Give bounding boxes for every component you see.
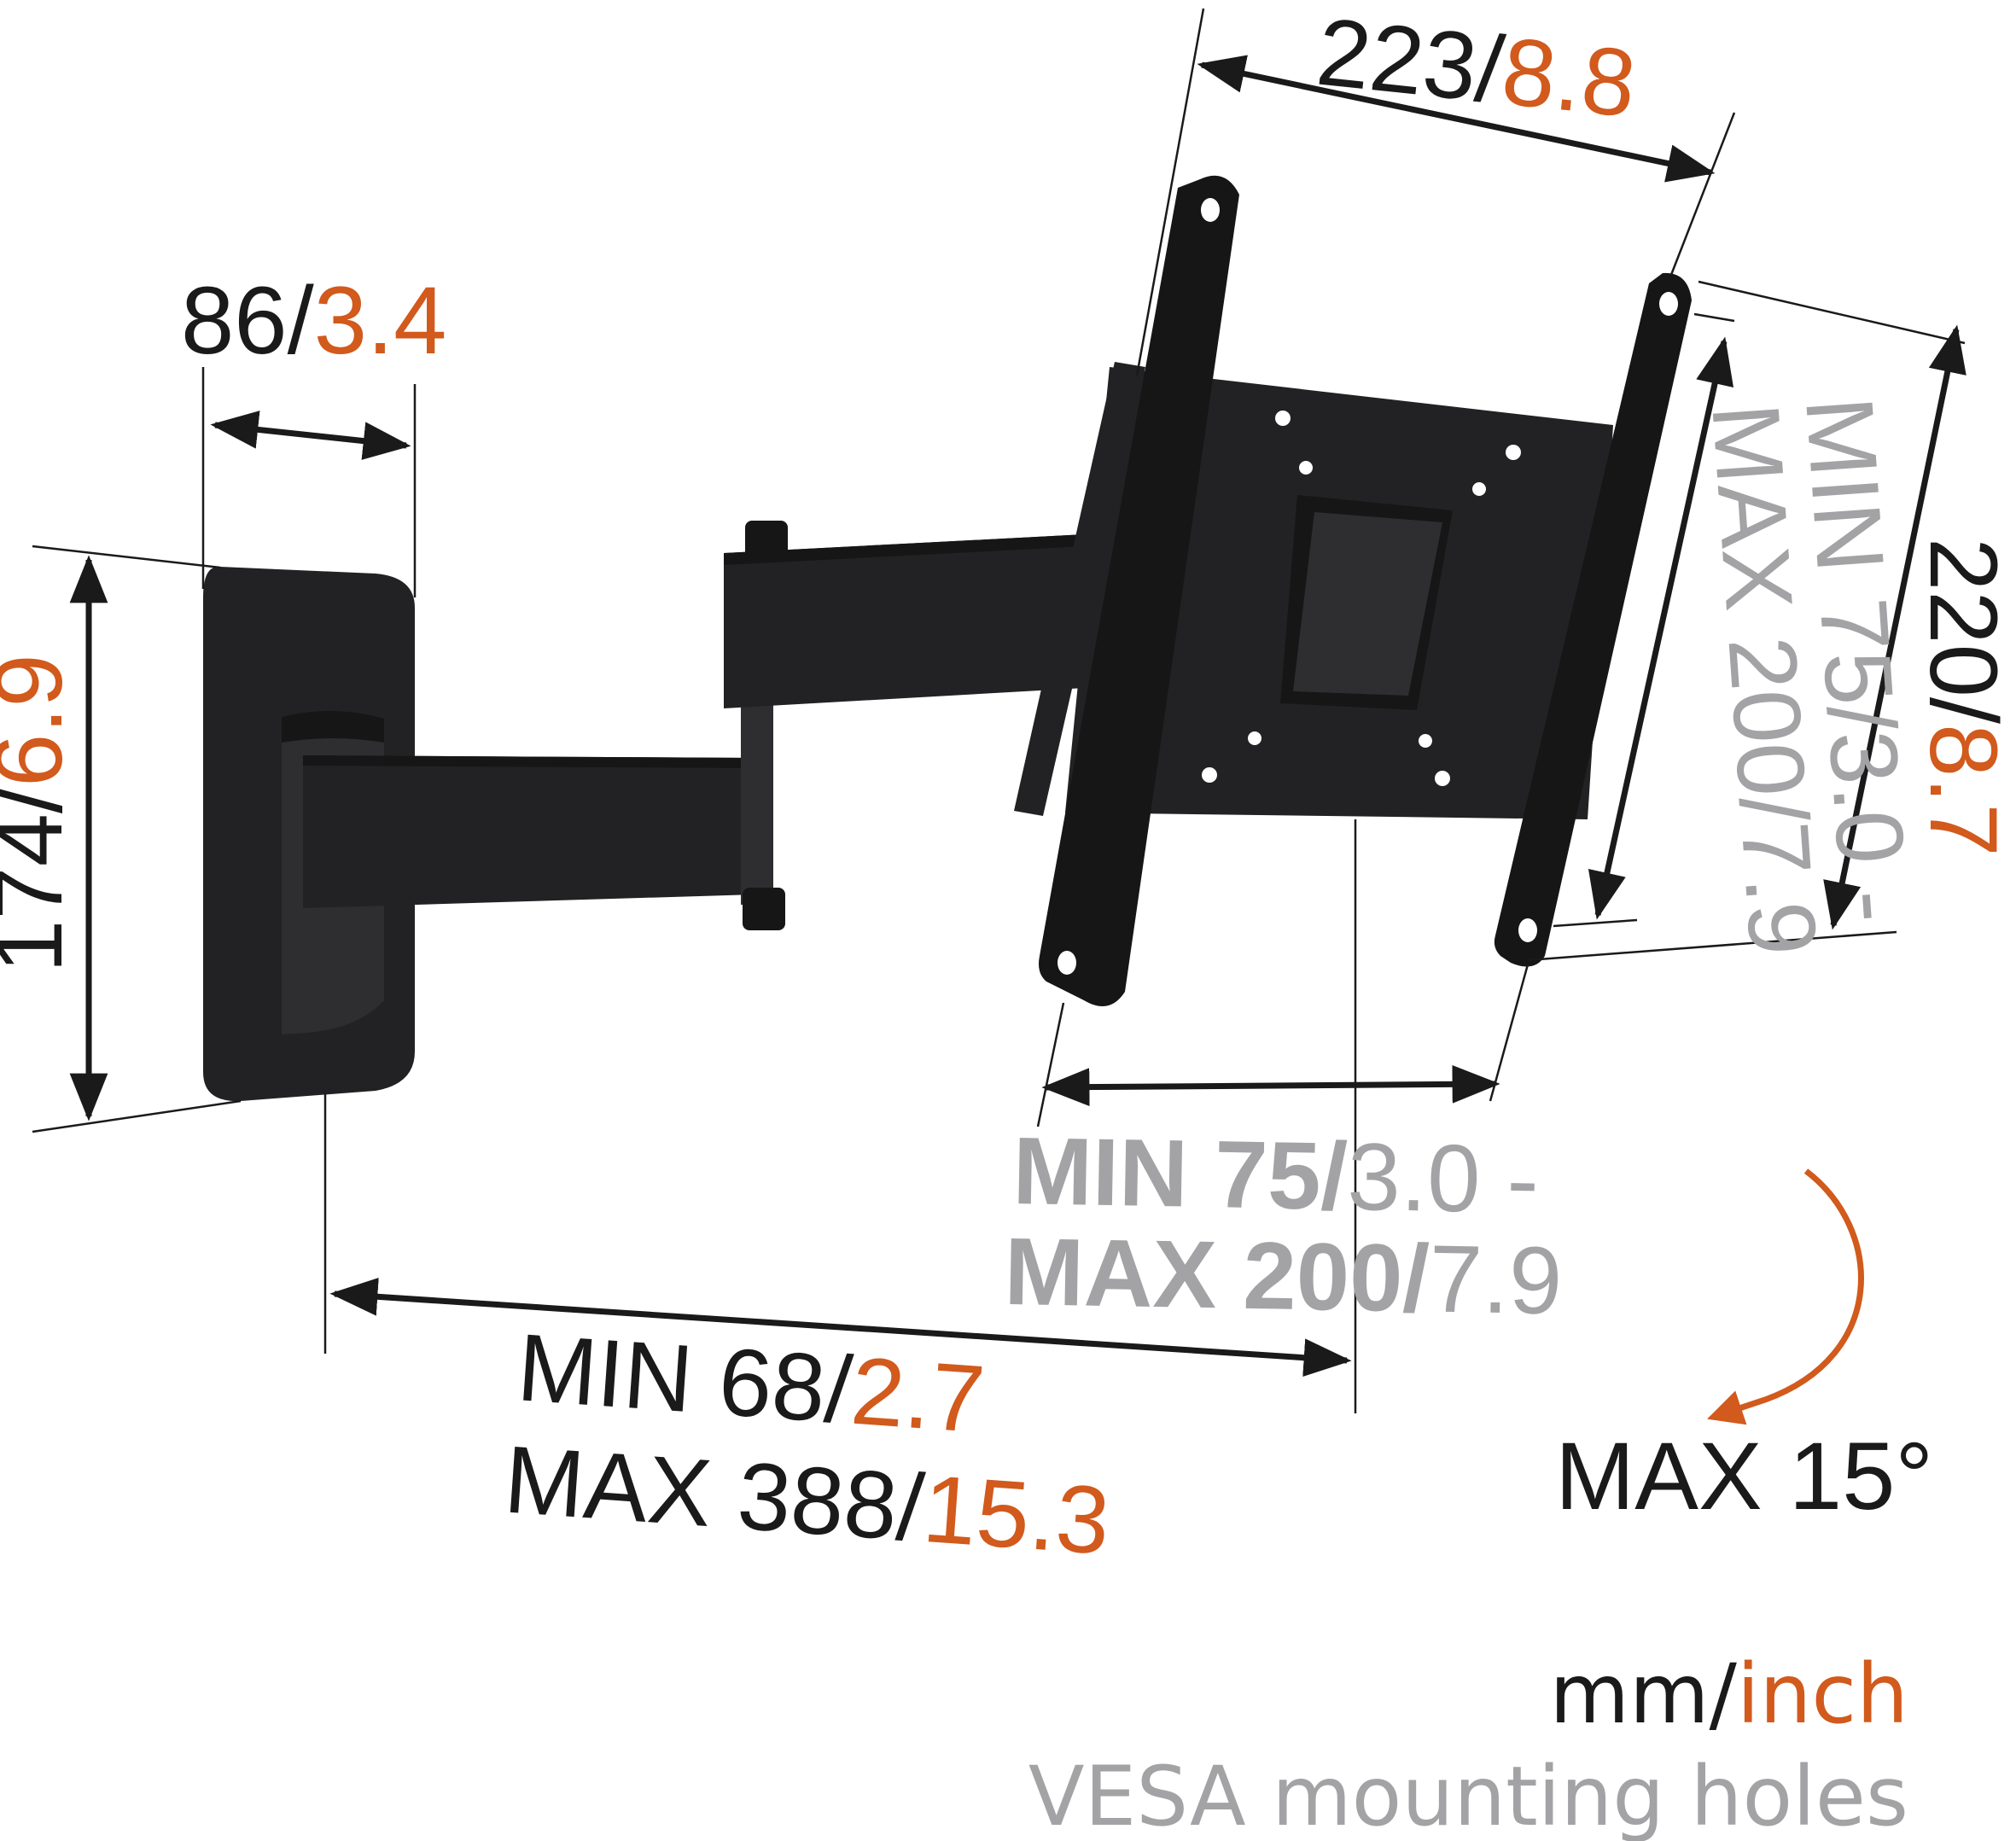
tilt-arrow-icon: [1707, 1168, 1864, 1425]
svg-text:MIN 75/3.0 -: MIN 75/3.0 -: [1012, 1117, 1540, 1233]
svg-text:MIN 68/2.7: MIN 68/2.7: [514, 1314, 988, 1453]
swing-arm: [303, 521, 1086, 930]
svg-text:MAX 200/7.9: MAX 200/7.9: [1004, 1218, 1564, 1334]
head-height-label: 220/8.7: [1910, 538, 2016, 857]
svg-text:MAX 388/15.3: MAX 388/15.3: [501, 1426, 1113, 1575]
plate-height-label: 174/6.9: [0, 654, 82, 973]
units-legend: mm/inch: [1549, 1646, 1908, 1742]
vesa-vertical-label: MIN 75/3.0 - MAX 200/7.9: [1692, 393, 1929, 958]
svg-text:MIN 75/3.0 -: MIN 75/3.0 -: [1786, 393, 1929, 925]
vesa-horizontal-label: MIN 75/3.0 - MAX 200/7.9: [1004, 1117, 1564, 1334]
head-width-label: 223/8.8: [1312, 0, 1640, 137]
tilt-label: MAX 15°: [1555, 1423, 1933, 1529]
extension-label: MIN 68/2.7 MAX 388/15.3: [501, 1314, 1113, 1575]
vesa-head: [1014, 175, 1692, 1007]
vesa-legend: VESA mounting holes: [1028, 1749, 1908, 1841]
extension-lines: [32, 8, 1966, 1413]
dimension-arrows: [69, 55, 1966, 1378]
plate-width-label: 86/3.4: [181, 267, 446, 374]
